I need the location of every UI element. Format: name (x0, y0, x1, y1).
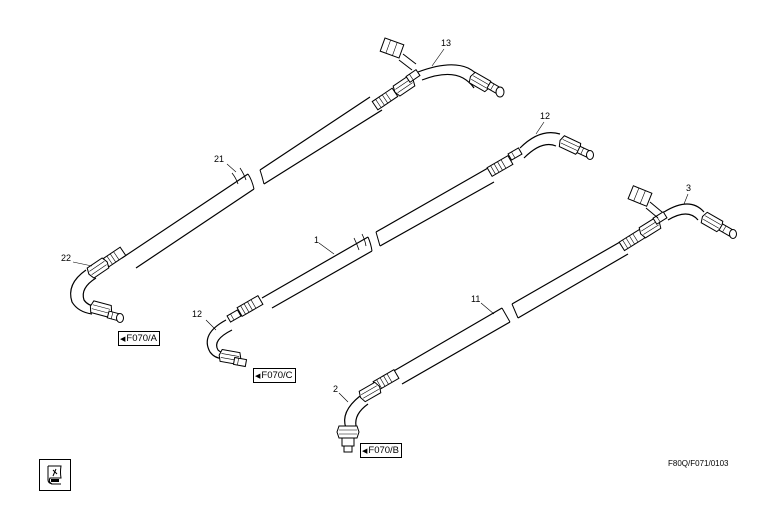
hose-assembly-b (336, 185, 737, 453)
reference-f070-b[interactable]: ◀F070/B (360, 443, 403, 458)
left-arrow-icon: ◀ (255, 373, 261, 380)
reference-f070-c[interactable]: ◀F070/C (253, 368, 296, 383)
callout-1: 1 (314, 235, 319, 245)
hose-assembly-c (206, 132, 594, 367)
left-arrow-icon: ◀ (120, 336, 126, 343)
callout-13: 13 (441, 38, 451, 48)
callout-2: 2 (333, 384, 338, 394)
leader-lines (72, 48, 689, 403)
manual-book-glyph (47, 465, 62, 485)
reference-f070-a[interactable]: ◀F070/A (118, 331, 161, 346)
callout-21: 21 (214, 154, 224, 164)
callout-12-bottom: 12 (192, 309, 202, 319)
reference-label: F070/C (261, 370, 293, 381)
hose-assembly-a (70, 37, 505, 323)
document-code: F80Q/F071/0103 (668, 459, 729, 468)
left-arrow-icon: ◀ (362, 448, 368, 455)
reference-label: F070/A (126, 333, 158, 344)
callout-3: 3 (686, 183, 691, 193)
callout-22: 22 (61, 253, 71, 263)
callout-11: 11 (471, 294, 480, 304)
callout-12-top: 12 (540, 111, 550, 121)
reference-label: F070/B (368, 445, 400, 456)
manual-book-icon[interactable] (39, 459, 71, 491)
